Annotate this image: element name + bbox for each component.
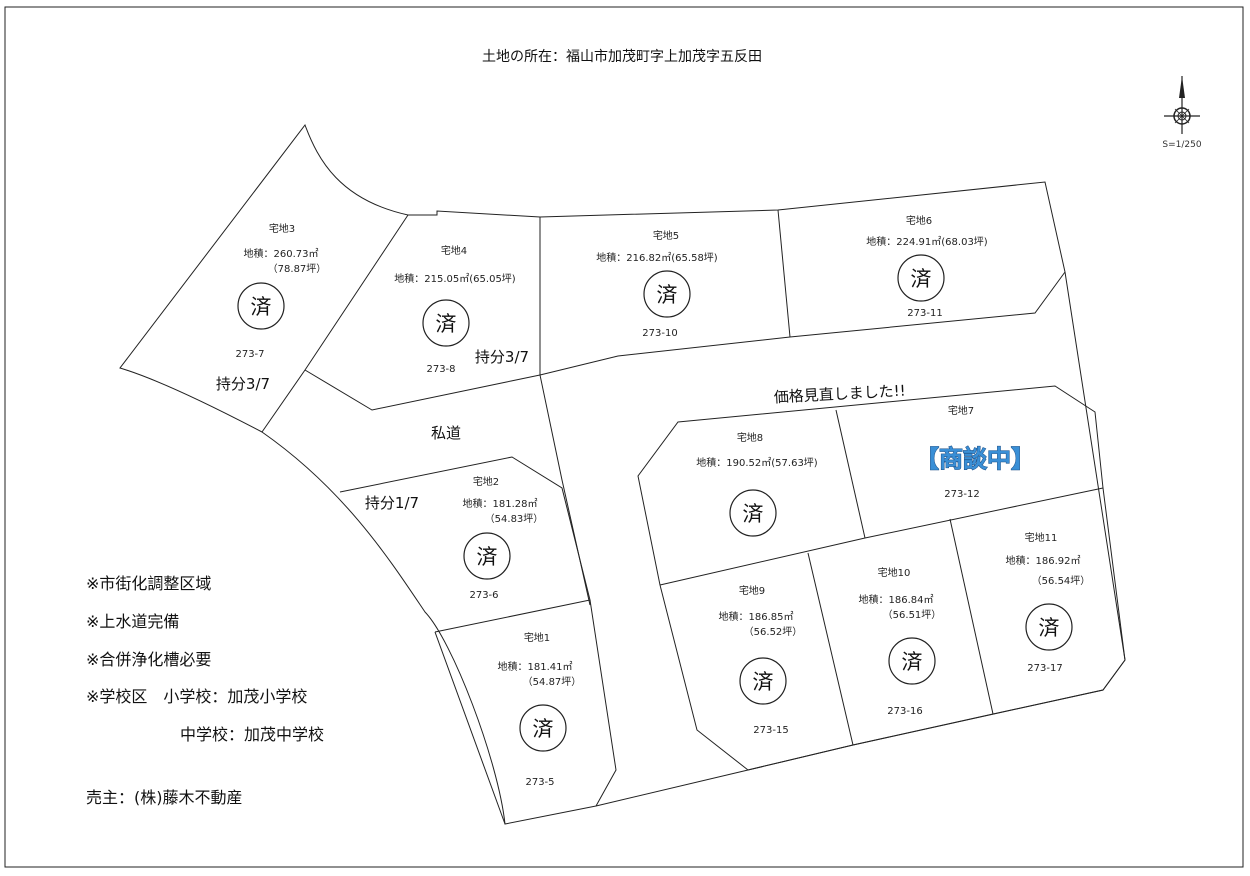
lot1-sold-badge: 済 <box>519 704 567 752</box>
lot5-number: 273-10 <box>642 328 677 339</box>
lot6-sold-badge: 済 <box>897 254 945 302</box>
lot3-number: 273-7 <box>235 349 264 360</box>
lot5-name: 宅地5 <box>653 229 679 242</box>
lot2-sold-badge: 済 <box>463 532 511 580</box>
seller-label: 売主：(株)藤木不動産 <box>86 788 243 807</box>
lot6-area: 地積：224.91㎡(68.03坪) <box>866 235 988 248</box>
lot5-area: 地積：216.82㎡(65.58坪) <box>596 251 718 264</box>
lot2-sold-mark: 済 <box>477 545 498 569</box>
share-label-c: 持分1/7 <box>365 494 419 512</box>
lot9-name: 宅地9 <box>739 584 765 597</box>
share-label-b: 持分3/7 <box>475 348 529 366</box>
lot9-sold-mark: 済 <box>753 670 774 694</box>
lot3-tsubo: （78.87坪） <box>268 262 327 275</box>
lot4-number: 273-8 <box>426 364 455 375</box>
lot2-name: 宅地2 <box>473 475 499 488</box>
lot7-name: 宅地7 <box>948 404 974 417</box>
lot7-negotiation-label: 【商談中】 <box>915 445 1035 473</box>
lot1-area: 地積：181.41㎡ <box>498 660 573 673</box>
lot8-name: 宅地8 <box>737 431 763 444</box>
lot2-number: 273-6 <box>469 590 498 601</box>
lot6-name: 宅地6 <box>906 214 932 227</box>
note-school-district: ※学校区 小学校：加茂小学校 <box>86 687 307 706</box>
lot4-sold-badge: 済 <box>422 299 470 347</box>
lot4-area: 地積：215.05㎡(65.05坪) <box>394 272 516 285</box>
private-road-label: 私道 <box>431 424 461 442</box>
lot3-name: 宅地3 <box>269 222 295 235</box>
lot11-sold-badge: 済 <box>1025 603 1073 651</box>
lot11-area: 地積：186.92㎡ <box>1006 554 1081 567</box>
lot1-number: 273-5 <box>525 777 554 788</box>
lot8-sold-mark: 済 <box>743 502 764 526</box>
lot11-name: 宅地11 <box>1025 531 1058 544</box>
lot2-tsubo: （54.83坪） <box>485 512 544 525</box>
lot-boundaries <box>119 123 1126 825</box>
lot9-number: 273-15 <box>753 725 788 736</box>
lot11-number: 273-17 <box>1027 663 1062 674</box>
lot10-number: 273-16 <box>887 706 922 717</box>
note-water-supply: ※上水道完備 <box>86 612 179 631</box>
lot5-sold-badge: 済 <box>643 270 691 318</box>
note-junior-high: 中学校：加茂中学校 <box>180 725 324 744</box>
lot6-sold-mark: 済 <box>911 267 932 291</box>
scale-label: S=1/250 <box>1162 140 1201 150</box>
lot3-sold-badge: 済 <box>237 282 285 330</box>
lot7-number: 273-12 <box>944 489 979 500</box>
lot4-sold-mark: 済 <box>436 312 457 336</box>
lot1-sold-mark: 済 <box>533 717 554 741</box>
lot9-tsubo: （56.52坪） <box>744 625 803 638</box>
share-label-a: 持分3/7 <box>216 375 270 393</box>
lot11-sold-mark: 済 <box>1039 616 1060 640</box>
lot8-area: 地積：190.52㎡(57.63坪) <box>696 456 818 469</box>
lot10-name: 宅地10 <box>878 566 911 579</box>
compass-rose-icon <box>1164 76 1200 134</box>
lot10-area: 地積：186.84㎡ <box>859 593 934 606</box>
notes-block: ※市街化調整区域 ※上水道完備 ※合併浄化槽必要 ※学校区 小学校：加茂小学校 … <box>86 574 324 807</box>
note-septic-tank: ※合併浄化槽必要 <box>86 650 211 669</box>
lot5-sold-mark: 済 <box>657 283 678 307</box>
lot11-tsubo: （56.54坪） <box>1032 574 1091 587</box>
lot2-area: 地積：181.28㎡ <box>463 497 538 510</box>
map-frame <box>4 6 1244 868</box>
lot4-name: 宅地4 <box>441 244 467 257</box>
lot6-number: 273-11 <box>907 308 942 319</box>
lot9-sold-badge: 済 <box>739 657 787 705</box>
price-revised-notice: 価格見直しました!! <box>773 382 906 407</box>
lot10-sold-mark: 済 <box>902 650 923 674</box>
map-title: 土地の所在：福山市加茂町字上加茂字五反田 <box>482 48 762 65</box>
lot10-tsubo: （56.51坪） <box>883 608 942 621</box>
lot8-sold-badge: 済 <box>729 489 777 537</box>
note-urbanization-control: ※市街化調整区域 <box>86 574 211 593</box>
lot1-name: 宅地1 <box>524 631 550 644</box>
lot9-area: 地積：186.85㎡ <box>719 610 794 623</box>
lot3-sold-mark: 済 <box>251 295 272 319</box>
lot1-tsubo: （54.87坪） <box>523 675 582 688</box>
lot3-area: 地積：260.73㎡ <box>244 247 319 260</box>
lot10-sold-badge: 済 <box>888 637 936 685</box>
